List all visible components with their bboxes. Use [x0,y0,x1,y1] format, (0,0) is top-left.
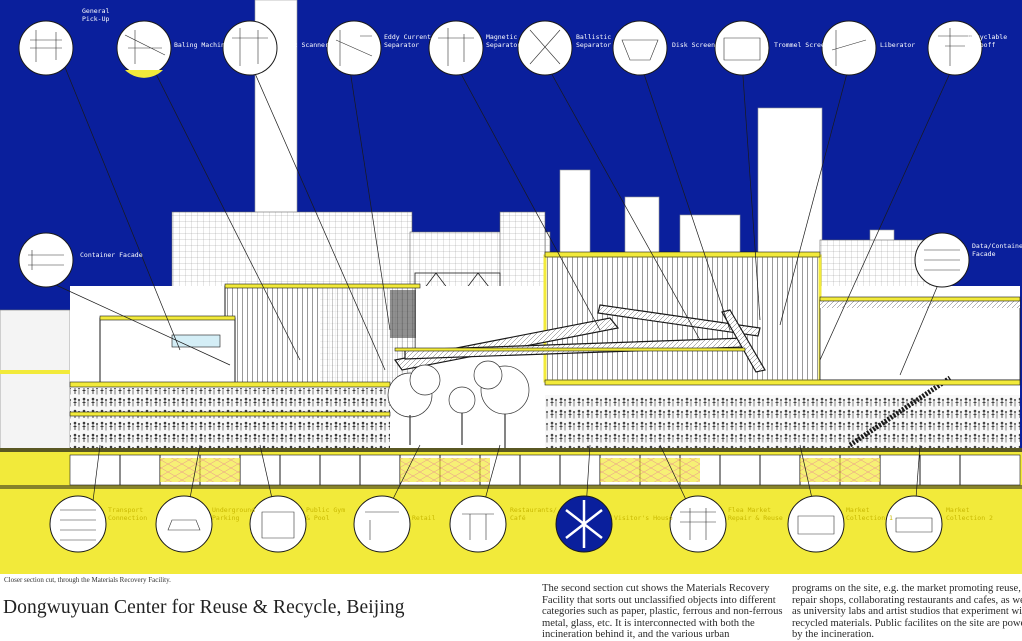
callout-market-collection-1: Market Collection 1 [846,506,893,522]
callout-restaurants-cafe: Restaurants/ Café [510,506,557,522]
callout-general-pickup: General Pick-Up [82,7,110,23]
callout-market-collection-2: Market Collection 2 [946,506,993,522]
section-illustration [0,0,1022,574]
callout-flea-market: Flea Market Repair & Reuse [728,506,783,522]
callout-optic-scanner: Optic Scanner [278,41,329,49]
callout-trommel-screen: Trommel Screen [774,41,829,49]
callout-eddy-current-separator: Eddy Current Separator [384,33,431,49]
callout-retail: Retail [412,514,436,522]
callout-baling-machine: Baling Machine [174,41,229,49]
callout-ballistic-separator: Ballistic Separator [576,33,612,49]
callout-underground-parking: Underground Parking [212,506,256,522]
callout-transport-connection: Transport Connection [108,506,148,522]
callout-magnetic-separator: Magnetic Separator [486,33,522,49]
callout-liberator: Liberator [880,41,916,49]
page-title: Dongwuyuan Center for Reuse & Recycle, B… [3,597,405,618]
callout-recyclable-dropoff: Recyclable Dropoff [968,33,1008,49]
body-paragraph-2: programs on the site, e.g. the market pr… [792,583,1022,641]
body-paragraph-1: The second section cut shows the Materia… [542,583,783,641]
figure-caption: Closer section cut, through the Material… [4,576,171,584]
callout-container-facade-left: Container Facade [80,251,143,259]
section-drawing: General Pick-Up Baling Machine Optic Sca… [0,0,1022,574]
callout-public-gym-pool: Public Gym & Pool [306,506,346,522]
callout-disk-screen: Disk Screen [672,41,716,49]
callout-visitors-house: Visitor's House [614,514,673,522]
callout-container-facade-right: Data/Container Facade [972,242,1022,258]
